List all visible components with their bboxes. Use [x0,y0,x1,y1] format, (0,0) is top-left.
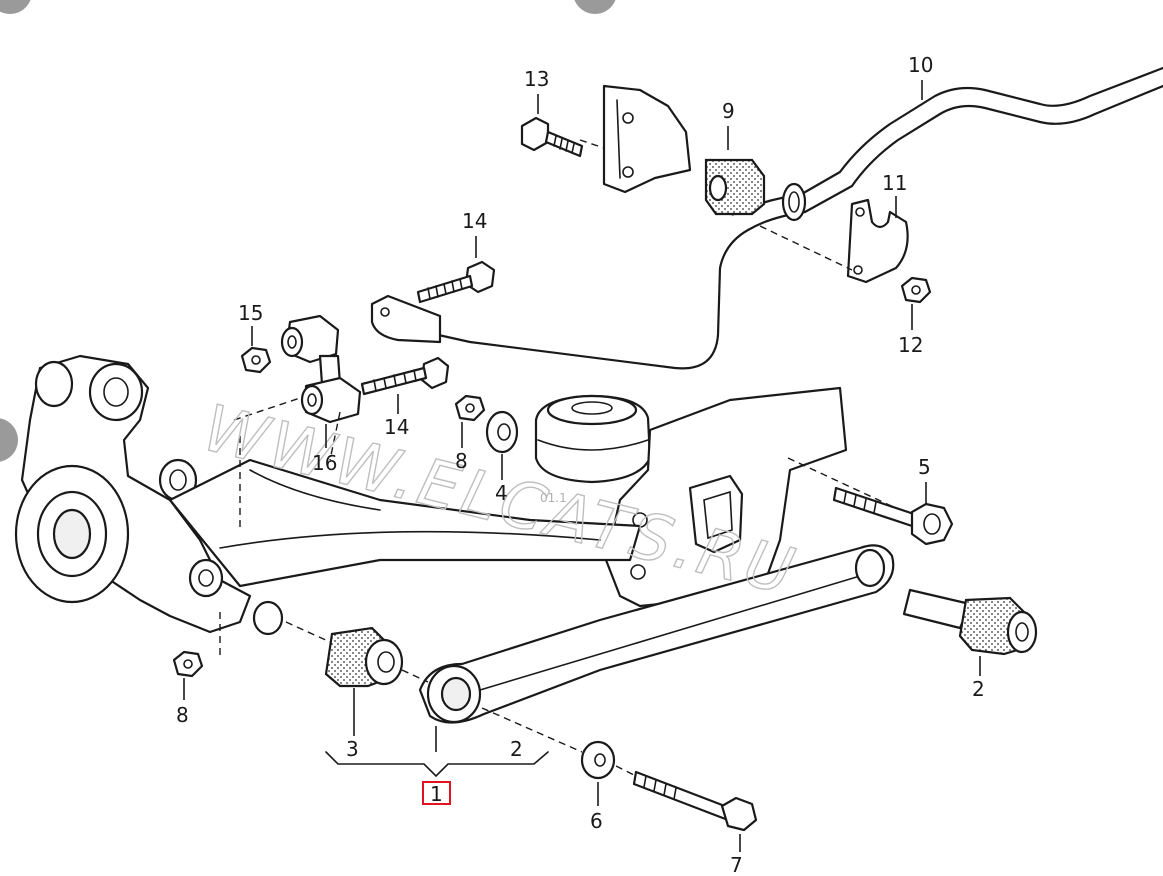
callout-2-right: 2 [972,677,985,701]
callout-6: 6 [590,809,603,833]
rubber-mount [534,394,652,484]
subframe [604,386,901,608]
clamp-11 [846,198,909,284]
callout-12: 12 [898,333,923,357]
washer-4 [485,410,519,454]
nut-8-lower [172,650,204,678]
stabilizer-bush-9 [704,158,766,216]
bush-2-right [902,588,1038,656]
bolt-7 [481,707,758,832]
assembly-guides [219,139,853,660]
callout-14-lower: 14 [384,415,409,439]
callout-1-highlight [422,781,451,805]
stabilizer-bar [370,66,1163,370]
callout-14-upper: 14 [462,209,487,233]
wheel-knuckle [14,354,252,634]
bolt-14-lower [360,356,450,396]
bolt-13 [520,116,584,158]
nut-8-upper [454,394,486,422]
nut-15 [240,346,272,374]
callout-8-upper: 8 [455,449,468,473]
callout-15: 15 [238,301,263,325]
callout-13: 13 [524,67,549,91]
callout-7: 7 [730,853,743,876]
watermark-small: 01.1 [540,491,567,505]
callout-4: 4 [495,481,508,505]
nut-12 [900,276,932,304]
bolt-5 [832,486,954,546]
callouts: 13 10 9 11 12 14 15 14 16 8 4 5 2 8 3 2 [176,53,985,876]
corner-mark-side [0,418,18,462]
callout-3: 3 [346,737,359,761]
bush-3 [252,600,429,688]
lower-control-arm-1 [418,544,895,724]
callout-10: 10 [908,53,933,77]
callout-11: 11 [882,171,907,195]
corner-mark-left [0,0,31,14]
callout-16: 16 [312,451,337,475]
washer-6 [580,740,616,780]
upper-link [168,458,642,588]
coupling-rod-16 [280,314,362,424]
bolt-14-upper [416,260,496,304]
callout-5: 5 [918,455,931,479]
callout-8-lower: 8 [176,703,189,727]
callout-9: 9 [722,99,735,123]
mounting-bracket [602,84,692,194]
corner-mark-right [574,0,616,14]
callout-2-bracket: 2 [510,737,523,761]
callout-1: 1 [430,782,443,806]
